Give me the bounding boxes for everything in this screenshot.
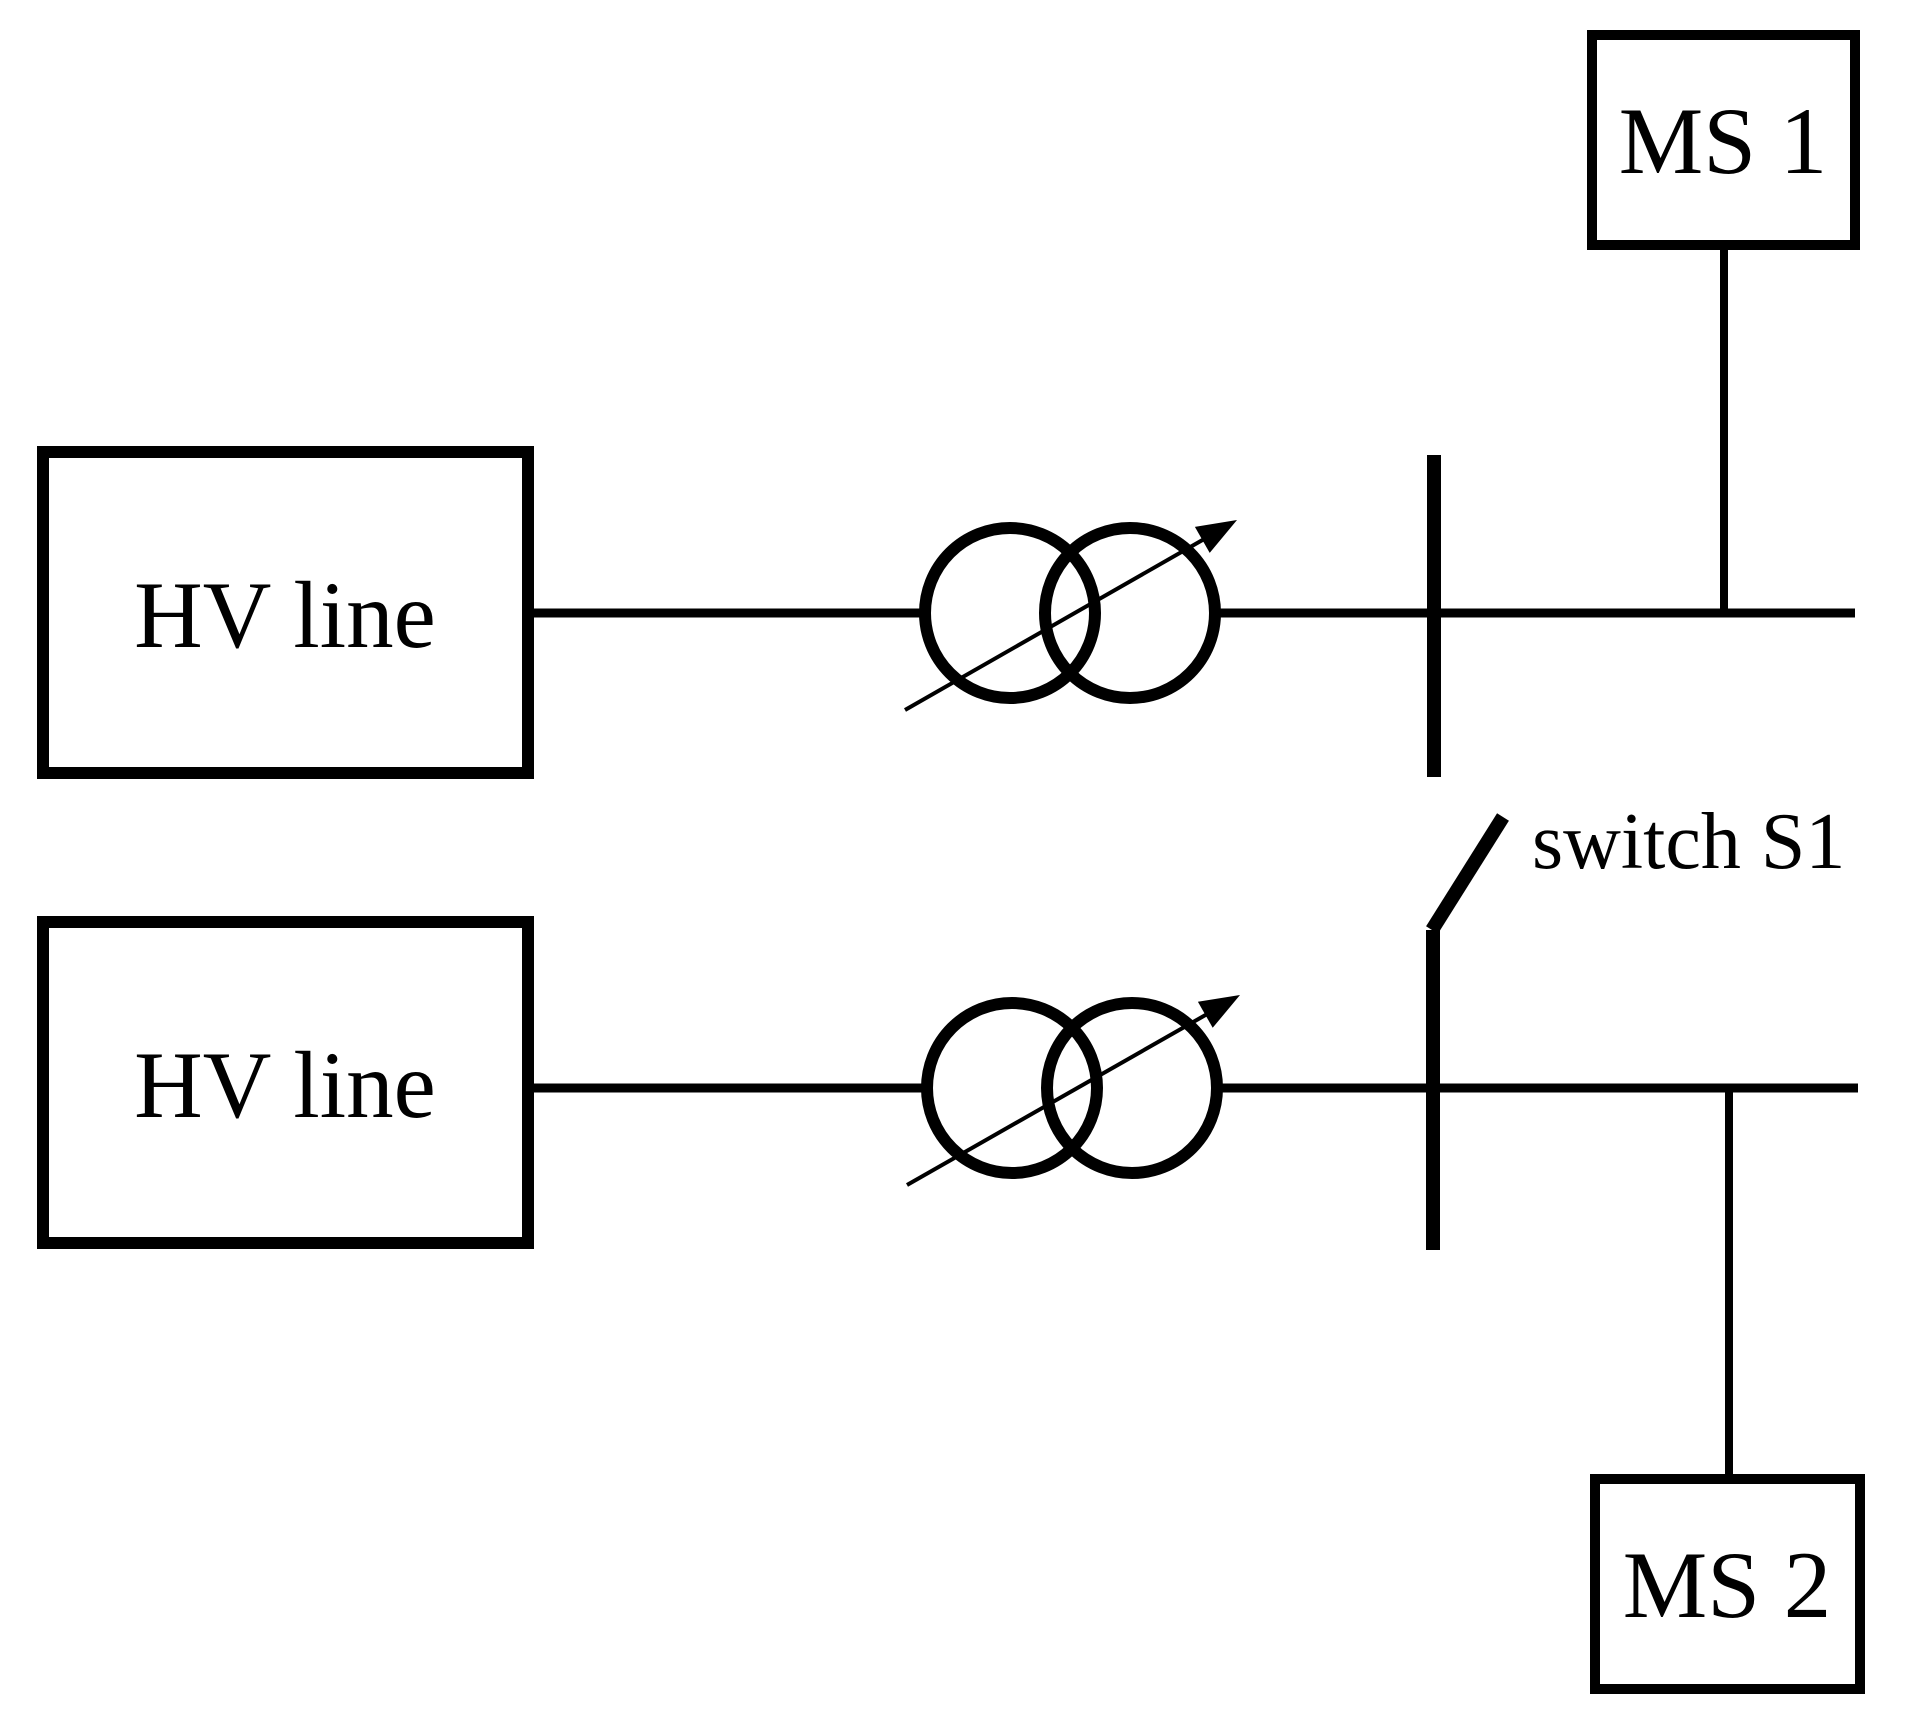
transformer-top-primary-winding xyxy=(919,522,1101,704)
transformer-top-secondary-winding xyxy=(1039,522,1221,704)
tap-changer-arrow-head-bottom xyxy=(1197,995,1240,1028)
hv-line-bottom-label: HV line xyxy=(134,1032,436,1138)
transformer-bottom-icon xyxy=(906,995,1240,1187)
ms1-box xyxy=(1587,30,1860,250)
transformer-bottom-secondary-winding xyxy=(1041,997,1223,1179)
ms1-label: MS 1 xyxy=(1619,88,1828,194)
transformer-top-icon xyxy=(904,520,1237,712)
hv-line-top-box xyxy=(37,446,534,779)
hv-line-top-label: HV line xyxy=(134,562,436,668)
switch-s1-label: switch S1 xyxy=(1532,798,1845,886)
tap-changer-arrow-head-top xyxy=(1194,520,1237,553)
transformer-bottom-primary-winding xyxy=(921,997,1103,1179)
tap-changer-arrow-shaft-bottom xyxy=(906,1011,1210,1187)
ms2-box xyxy=(1590,1474,1865,1694)
ms2-label: MS 2 xyxy=(1623,1532,1832,1638)
hv-line-bottom-box xyxy=(37,916,534,1249)
tap-changer-arrow-shaft-top xyxy=(904,536,1207,712)
switch-s1-blade-icon xyxy=(1426,813,1509,934)
